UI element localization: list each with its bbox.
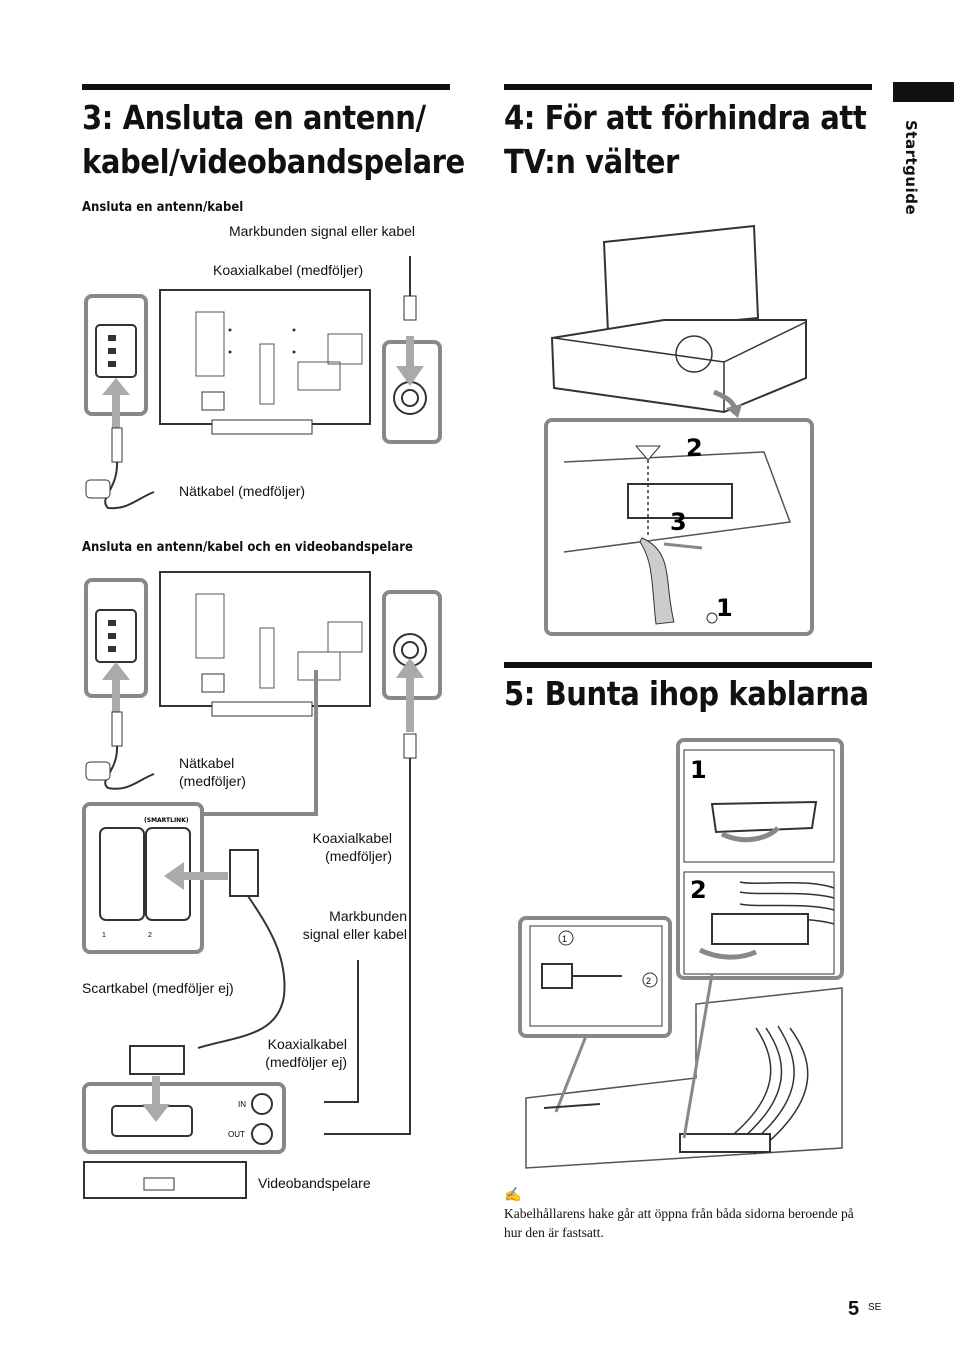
vcr-in-label: IN	[238, 1100, 246, 1109]
fig2-scart-label: Scartkabel (medföljer ej)	[82, 980, 234, 996]
circle-step-2: 2	[646, 976, 651, 986]
step-3-number: 3	[670, 508, 687, 536]
fig2-vcr-label: Videobandspelare	[258, 1175, 371, 1191]
fig2-power-label-2: (medföljer)	[179, 773, 246, 789]
sidebar-tab-label: Startguide	[902, 120, 920, 216]
vcr-out-label: OUT	[228, 1130, 245, 1139]
antenna-connection-diagram	[84, 256, 442, 510]
bundle-step-1-number: 1	[690, 756, 707, 784]
section4-title-line1: 4: För att förhindra att	[504, 98, 867, 137]
fig1-power-label: Nätkabel (medföljer)	[179, 483, 306, 499]
note-text: Kabelhållarens hake går att öppna från b…	[504, 1206, 854, 1240]
port1-label: 1	[102, 932, 106, 939]
anti-tip-diagram: 2 3 1	[544, 224, 814, 636]
fig2-coax2-label-2: (medföljer ej)	[265, 1054, 347, 1070]
section3-title-line2: kabel/videobandspelare	[82, 142, 465, 181]
cable-bundle-diagram: 1 2 1 2	[518, 738, 844, 1169]
bundle-step-2-number: 2	[690, 876, 707, 904]
section3-subheading-antenna: Ansluta en antenn/kabel	[82, 200, 244, 215]
fig2-power-label-1: Nätkabel	[179, 755, 235, 771]
fig2-signal-label-2: signal eller kabel	[302, 926, 407, 942]
port2-label: 2	[148, 932, 152, 939]
section5-title: 5: Bunta ihop kablarna	[504, 674, 869, 713]
vcr-connection-diagram: (SMARTLINK) 1 2 IN OUT	[82, 571, 442, 1199]
fig1-signal-label: Markbunden signal eller kabel	[229, 223, 415, 239]
section3-subheading-vcr: Ansluta en antenn/kabel och en videoband…	[82, 540, 413, 555]
page-number: 5	[848, 1298, 860, 1320]
fig2-coax-label-2: (medföljer)	[325, 848, 392, 864]
smartlink-label: (SMARTLINK)	[144, 817, 189, 824]
section4-title-line2: TV:n välter	[504, 142, 679, 181]
note-pencil-icon: ✍	[504, 1186, 522, 1202]
section5-rule	[504, 662, 872, 668]
circle-step-1: 1	[562, 934, 567, 944]
fig2-coax2-label-1: Koaxialkabel	[267, 1036, 347, 1052]
section3-title-line1: 3: Ansluta en antenn/	[82, 98, 426, 137]
step-1-number: 1	[716, 594, 733, 622]
fig2-signal-label-1: Markbunden	[329, 908, 407, 924]
step-2-number: 2	[686, 434, 703, 462]
section4-rule	[504, 84, 872, 90]
page-number-suffix: SE	[868, 1302, 882, 1313]
sidebar-tab-bar	[893, 82, 954, 102]
fig1-coax-label: Koaxialkabel (medföljer)	[213, 262, 364, 278]
fig2-coax-label-1: Koaxialkabel	[312, 830, 392, 846]
section3-rule	[82, 84, 450, 90]
